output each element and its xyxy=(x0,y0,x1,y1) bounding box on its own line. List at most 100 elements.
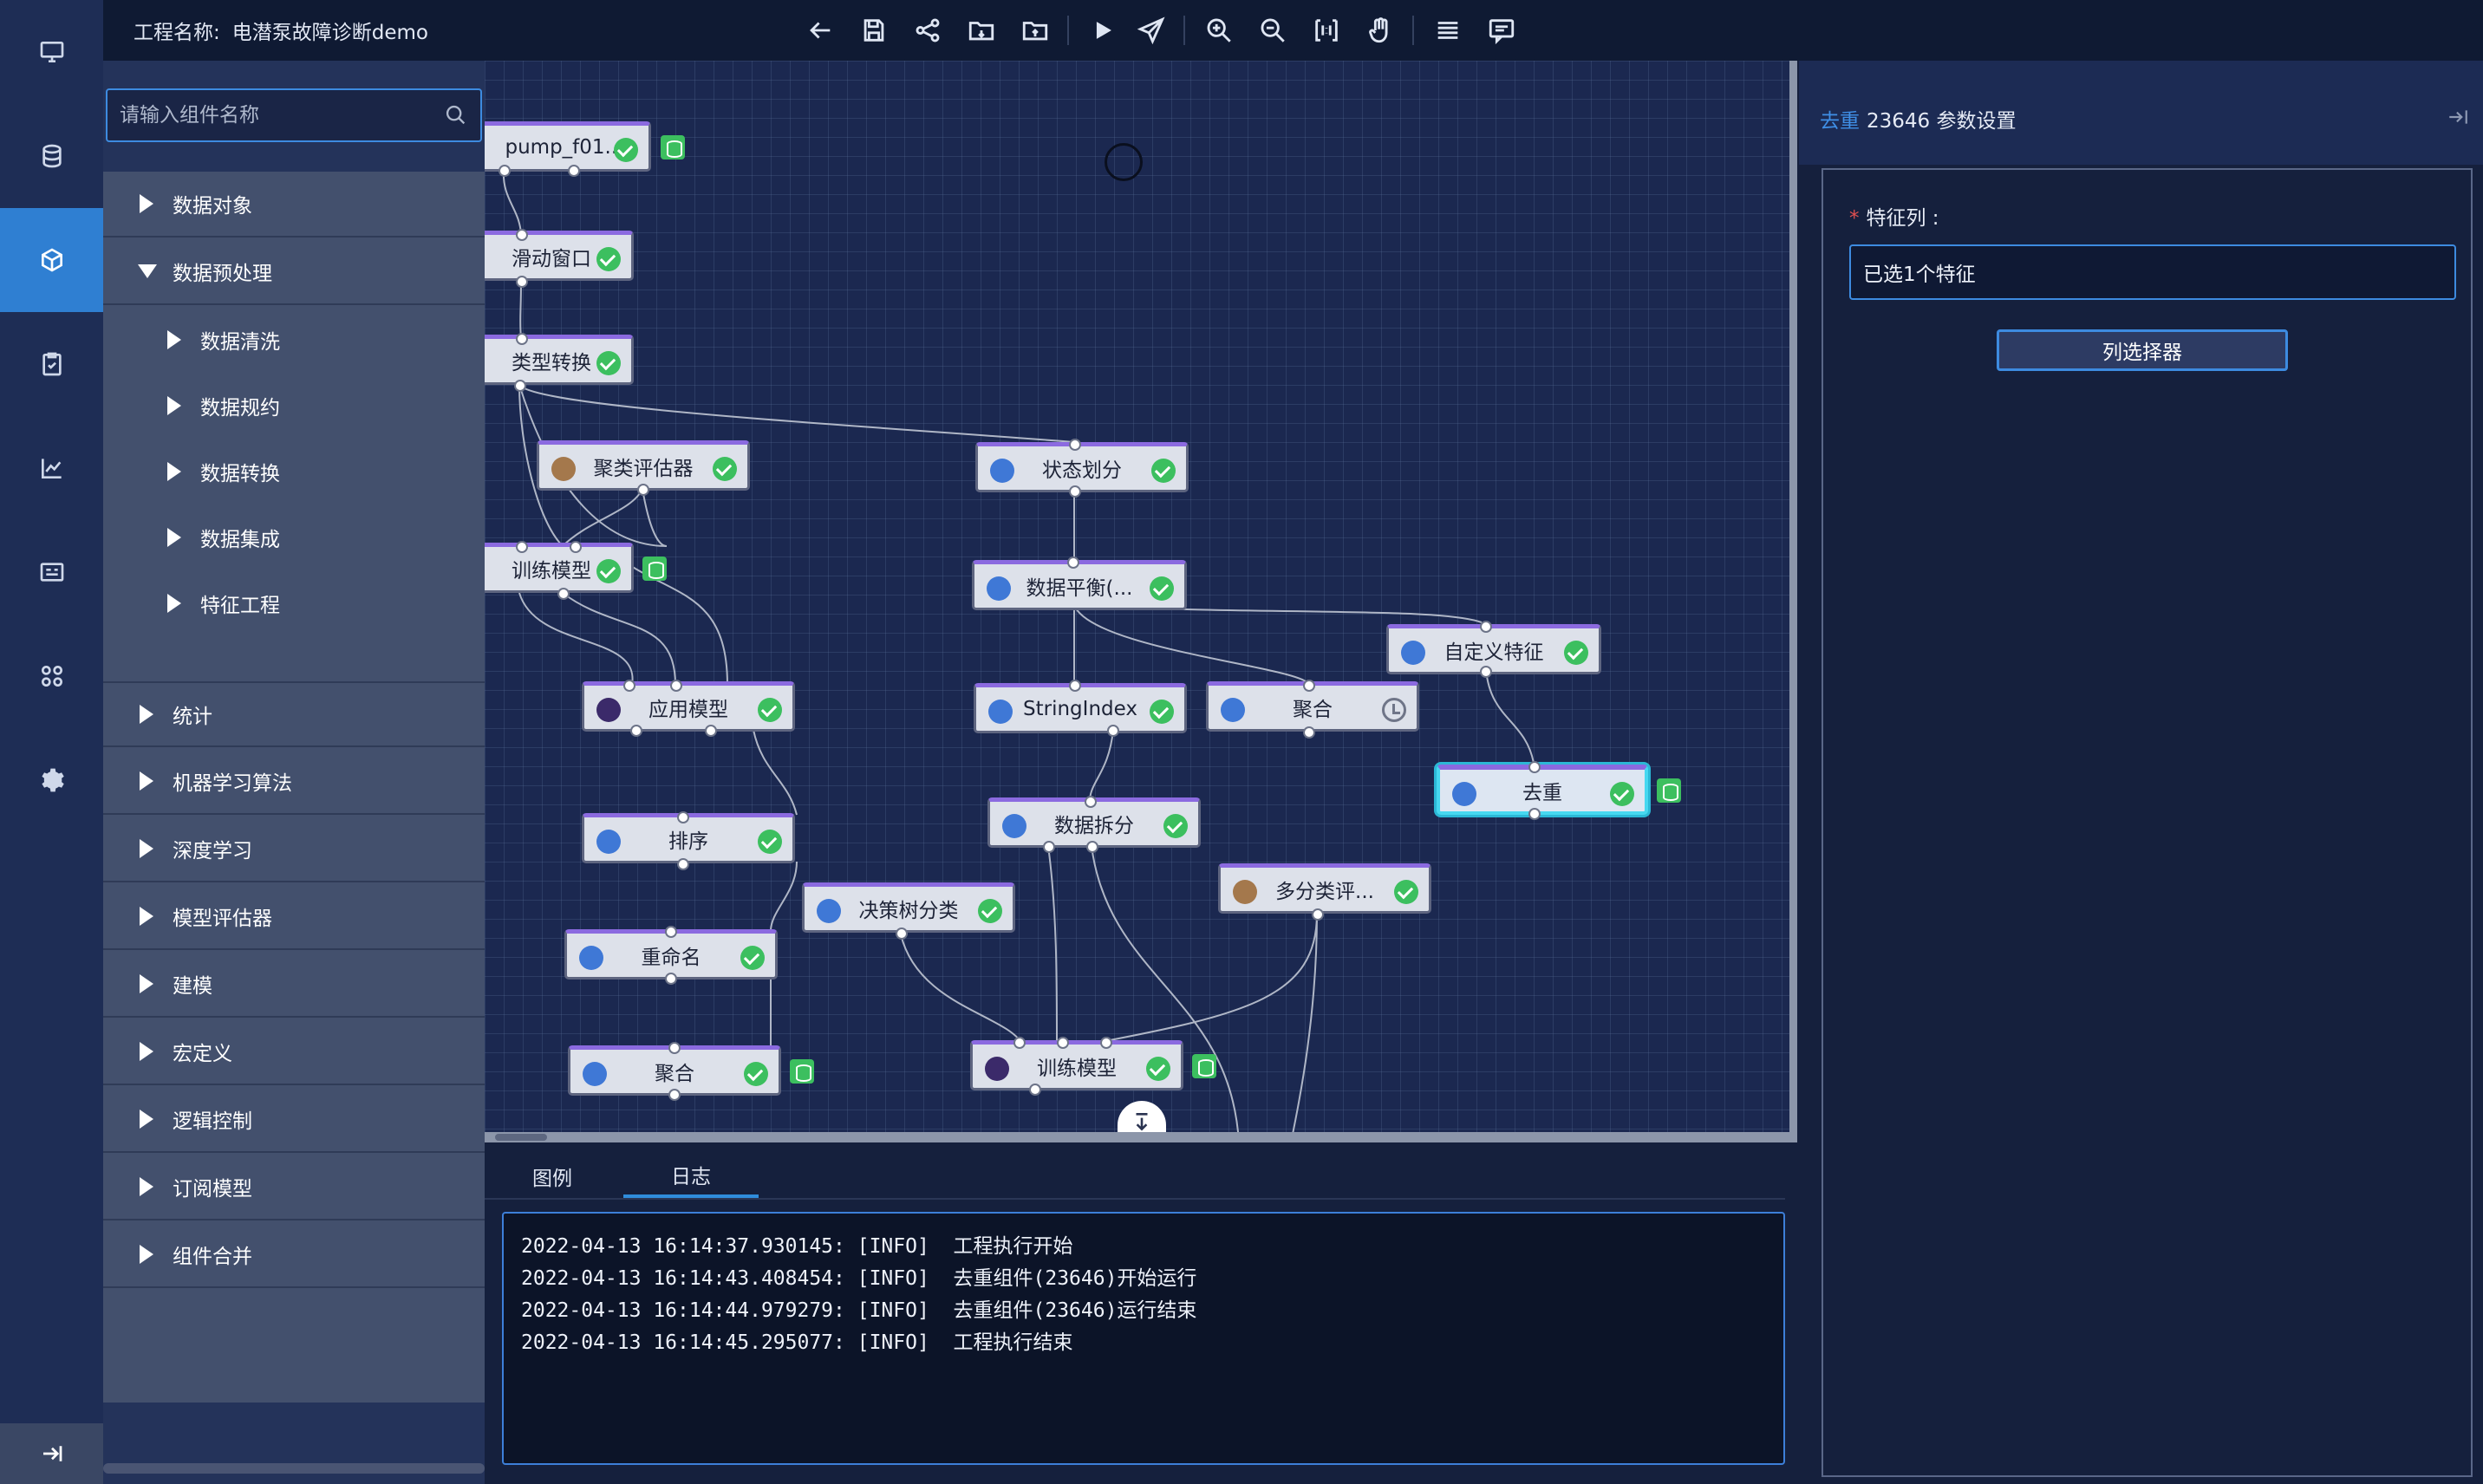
comment-icon[interactable] xyxy=(1483,12,1520,49)
actual-size-icon[interactable] xyxy=(1308,12,1345,49)
input-port[interactable] xyxy=(1067,556,1079,569)
apps-icon[interactable] xyxy=(0,624,103,728)
tree-item-macro[interactable]: 宏定义 xyxy=(103,1019,485,1085)
folder-import-icon[interactable] xyxy=(963,12,1000,49)
tree-item-statistics[interactable]: 统计 xyxy=(103,681,485,747)
node-custom-feature[interactable]: 自定义特征 xyxy=(1386,624,1601,674)
tab-legend[interactable]: 图例 xyxy=(532,1168,572,1190)
input-port[interactable] xyxy=(1085,796,1097,808)
database-badge-icon[interactable] xyxy=(1192,1054,1216,1078)
canvas-vertical-scrollbar[interactable] xyxy=(1789,61,1797,1142)
output-port[interactable] xyxy=(1043,841,1055,853)
tree-item-model-evaluator[interactable]: 模型评估器 xyxy=(103,884,485,950)
node-string-index[interactable]: StringIndex xyxy=(974,683,1187,733)
input-port[interactable] xyxy=(670,680,682,692)
canvas-horizontal-scrollbar[interactable] xyxy=(485,1132,1797,1142)
tree-subitem-feature-engineering[interactable]: 特征工程 xyxy=(103,570,485,636)
output-port[interactable] xyxy=(677,858,689,870)
tree-subitem-cleaning[interactable]: 数据清洗 xyxy=(103,307,485,373)
output-port[interactable] xyxy=(637,484,649,496)
output-port[interactable] xyxy=(499,165,511,177)
node-sort[interactable]: 排序 xyxy=(582,813,795,863)
database-badge-icon[interactable] xyxy=(661,135,685,159)
database-badge-icon[interactable] xyxy=(1657,778,1681,803)
tree-subitem-transform[interactable]: 数据转换 xyxy=(103,439,485,504)
hand-icon[interactable] xyxy=(1362,12,1398,49)
tree-item-ml-algorithms[interactable]: 机器学习算法 xyxy=(103,749,485,815)
node-cluster-evaluator[interactable]: 聚类评估器 xyxy=(537,440,750,491)
input-port[interactable] xyxy=(1013,1037,1026,1049)
output-port[interactable] xyxy=(1107,725,1119,737)
output-port[interactable] xyxy=(557,588,570,600)
input-port[interactable] xyxy=(570,541,582,553)
output-port[interactable] xyxy=(630,725,642,737)
input-port[interactable] xyxy=(1069,439,1081,451)
tree-item-component-merge[interactable]: 组件合并 xyxy=(103,1222,485,1288)
input-port[interactable] xyxy=(516,229,528,241)
tab-log[interactable]: 日志 xyxy=(623,1155,759,1198)
input-port[interactable] xyxy=(1528,761,1541,773)
clipboard-icon[interactable] xyxy=(0,312,103,416)
output-port[interactable] xyxy=(665,973,677,985)
chart-icon[interactable] xyxy=(0,416,103,520)
node-data-balance[interactable]: 数据平衡(... xyxy=(972,560,1187,610)
feature-column-input[interactable] xyxy=(1849,244,2456,300)
input-port[interactable] xyxy=(677,811,689,823)
expand-sidebar-icon[interactable] xyxy=(0,1423,103,1484)
zoom-in-icon[interactable] xyxy=(1201,12,1237,49)
dashboard-icon[interactable] xyxy=(0,520,103,624)
database-icon[interactable] xyxy=(0,104,103,208)
node-state-partition[interactable]: 状态划分 xyxy=(975,442,1189,492)
output-port[interactable] xyxy=(1069,485,1081,498)
tree-subitem-reduction[interactable]: 数据规约 xyxy=(103,373,485,439)
panel-scrollbar[interactable] xyxy=(103,1463,485,1474)
input-port[interactable] xyxy=(516,541,528,553)
back-arrow-icon[interactable] xyxy=(802,12,838,49)
output-port[interactable] xyxy=(568,165,580,177)
output-port[interactable] xyxy=(1086,841,1098,853)
run-icon[interactable] xyxy=(1085,12,1121,49)
input-port[interactable] xyxy=(1057,1037,1069,1049)
node-type-conversion[interactable]: 类型转换 xyxy=(485,335,634,385)
tree-item-logic-control[interactable]: 逻辑控制 xyxy=(103,1087,485,1153)
tree-item-data-object[interactable]: 数据对象 xyxy=(103,172,485,238)
node-pump-data[interactable]: pump_f01... xyxy=(485,121,651,172)
node-dedup-selected[interactable]: 去重 xyxy=(1437,765,1648,815)
share-icon[interactable] xyxy=(909,12,946,49)
output-port[interactable] xyxy=(514,380,526,392)
tree-item-deep-learning[interactable]: 深度学习 xyxy=(103,817,485,882)
output-port[interactable] xyxy=(1303,726,1315,739)
tree-subitem-integration[interactable]: 数据集成 xyxy=(103,504,485,570)
input-port[interactable] xyxy=(516,333,528,345)
monitor-icon[interactable] xyxy=(0,0,103,104)
log-output[interactable]: 2022-04-13 16:14:37.930145: [INFO] 工程执行开… xyxy=(502,1212,1785,1465)
search-input[interactable] xyxy=(120,90,440,140)
workflow-canvas[interactable]: pump_f01... 滑动窗口 类型转换 聚类评估器 状态划分 训练模型 数据… xyxy=(485,61,1797,1142)
input-port[interactable] xyxy=(1069,680,1081,692)
database-badge-icon[interactable] xyxy=(790,1059,814,1084)
input-port[interactable] xyxy=(668,1042,681,1054)
input-port[interactable] xyxy=(1303,680,1315,692)
list-icon[interactable] xyxy=(1430,12,1466,49)
database-badge-icon[interactable] xyxy=(642,556,667,581)
output-port[interactable] xyxy=(1029,1084,1041,1096)
scrollbar-thumb[interactable] xyxy=(495,1134,547,1141)
output-port[interactable] xyxy=(516,276,528,288)
search-icon[interactable] xyxy=(444,103,468,127)
node-sliding-window[interactable]: 滑动窗口 xyxy=(485,231,634,281)
node-multiclass-evaluator[interactable]: 多分类评... xyxy=(1218,863,1431,914)
input-port[interactable] xyxy=(1100,1037,1112,1049)
tree-item-subscribed-models[interactable]: 订阅模型 xyxy=(103,1155,485,1220)
send-icon[interactable] xyxy=(1133,12,1170,49)
node-train-model[interactable]: 训练模型 xyxy=(485,543,634,593)
column-selector-button[interactable]: 列选择器 xyxy=(1997,329,2288,371)
node-train-model-2[interactable]: 训练模型 xyxy=(970,1040,1183,1090)
output-port[interactable] xyxy=(668,1089,681,1101)
input-port[interactable] xyxy=(1480,621,1492,633)
output-port[interactable] xyxy=(1312,908,1324,921)
input-port[interactable] xyxy=(665,926,677,938)
folder-export-icon[interactable] xyxy=(1017,12,1053,49)
settings-icon[interactable] xyxy=(0,728,103,832)
output-port[interactable] xyxy=(1528,808,1541,820)
tree-item-modeling[interactable]: 建模 xyxy=(103,952,485,1018)
